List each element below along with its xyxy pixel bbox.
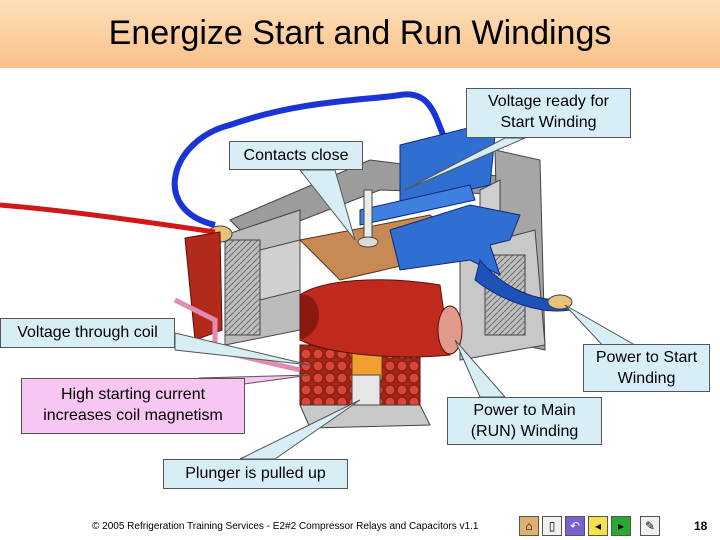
page-title: Energize Start and Run Windings xyxy=(108,14,612,52)
page-number: 18 xyxy=(694,519,708,533)
relay-base xyxy=(299,404,431,429)
callout-contacts-close: Contacts close xyxy=(229,141,363,170)
upper-contact-arm xyxy=(359,124,496,226)
blue-wire xyxy=(171,91,448,228)
home-icon[interactable]: ⌂ xyxy=(519,516,539,536)
callout-pointer-coil xyxy=(174,332,311,366)
callout-plunger: Plunger is pulled up xyxy=(163,459,348,489)
return-icon[interactable]: ↶ xyxy=(565,516,585,536)
plunger-rod xyxy=(363,189,373,241)
next-icon[interactable]: ▸ xyxy=(611,516,631,536)
callout-pointer-start xyxy=(564,304,642,349)
footer-copyright: © 2005 Refrigeration Training Services -… xyxy=(92,521,479,532)
run-winding-lead xyxy=(299,279,451,358)
callout-high-current: High starting current increases coil mag… xyxy=(21,378,245,434)
lower-contact-arm xyxy=(389,204,573,312)
callout-power-main: Power to Main (RUN) Winding xyxy=(447,397,602,445)
callout-pointer-contacts xyxy=(298,169,356,241)
title-bar xyxy=(0,0,720,68)
callout-power-start: Power to Start Winding xyxy=(583,344,710,392)
callout-pointer-voltage-ready xyxy=(404,137,526,191)
callout-voltage-ready: Voltage ready for Start Winding xyxy=(466,88,631,138)
callout-pointer-plunger xyxy=(239,399,361,460)
callout-voltage-coil: Voltage through coil xyxy=(0,318,175,348)
prev-icon[interactable]: ◂ xyxy=(588,516,608,536)
pen-icon[interactable]: ✎ xyxy=(640,516,660,536)
pink-wire xyxy=(173,297,301,373)
page-icon[interactable]: ▯ xyxy=(542,516,562,536)
red-wire xyxy=(0,202,216,235)
